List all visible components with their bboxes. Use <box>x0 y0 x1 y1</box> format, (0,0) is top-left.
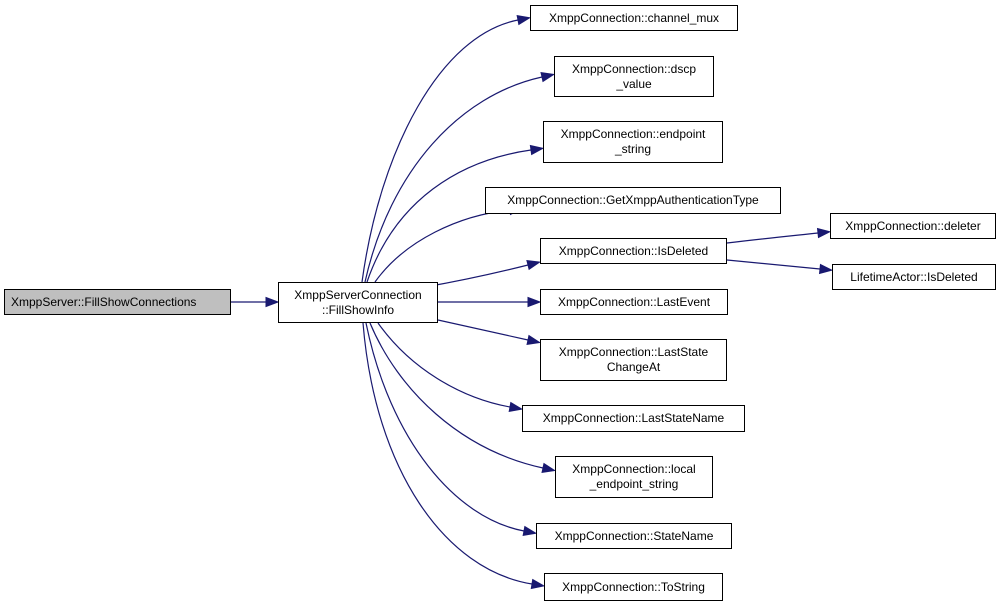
node-fill-show-info-line-1: XmppServerConnection <box>294 287 422 302</box>
node-get-auth-type-line-1: XmppConnection::GetXmppAuthenticationTyp… <box>507 193 759 207</box>
arrowhead-endpoint-string <box>529 144 545 156</box>
node-state-name-line-1: XmppConnection::StateName <box>554 528 714 543</box>
node-dscp-value-line-1: XmppConnection::dscp <box>571 61 697 76</box>
node-state-name[interactable]: XmppConnection::StateName <box>536 523 732 549</box>
arrowhead-state-name <box>522 525 538 537</box>
node-local-endpoint-string[interactable]: XmppConnection::local _endpoint_string <box>555 456 713 498</box>
edge-fill-show-info-to-is-deleted <box>424 264 529 288</box>
node-last-state-name-line-1: XmppConnection::LastStateName <box>542 411 725 425</box>
node-to-string-line-1: XmppConnection::ToString <box>562 579 705 594</box>
node-dscp-value[interactable]: XmppConnection::dscp _value <box>554 56 714 97</box>
node-last-state-change-at-line-1: XmppConnection::LastState <box>558 345 709 359</box>
node-last-event[interactable]: XmppConnection::LastEvent <box>540 289 728 315</box>
node-lifetime-is-deleted-line-1: LifetimeActor::IsDeleted <box>850 269 978 284</box>
node-last-state-change-at-line-2: ChangeAt <box>606 360 661 374</box>
arrowhead-to-string <box>530 578 546 590</box>
node-root-line-1: XmppServer::FillShowConnections <box>11 294 197 309</box>
node-fill-show-info[interactable]: XmppServerConnection ::FillShowInfo <box>278 282 438 323</box>
edge-fill-show-info-to-local-endpoint-string <box>369 322 544 469</box>
node-deleter-line-1: XmppConnection::deleter <box>845 218 981 233</box>
node-channel-mux-line-1: XmppConnection::channel_mux <box>548 10 720 25</box>
arrowhead-last-state-name <box>508 401 524 413</box>
node-last-state-change-at[interactable]: XmppConnection::LastState ChangeAt <box>540 339 727 381</box>
node-root[interactable]: XmppServer::FillShowConnections <box>4 289 231 315</box>
node-dscp-value-line-2: _value <box>616 76 652 91</box>
node-local-endpoint-string-line-1: XmppConnection::local <box>572 462 696 476</box>
node-last-state-name[interactable]: XmppConnection::LastStateName <box>522 405 745 432</box>
node-to-string[interactable]: XmppConnection::ToString <box>544 573 723 601</box>
edge-fill-show-info-to-last-state-name <box>377 322 511 408</box>
arrowhead-last-event <box>527 296 542 308</box>
edge-fill-show-info-to-endpoint-string <box>366 149 532 283</box>
arrowhead-fill-show-info <box>265 296 280 308</box>
edge-is-deleted-to-lifetime-is-deleted <box>726 259 821 270</box>
arrowhead-last-state-change-at <box>526 334 542 346</box>
arrowhead-local-endpoint-string <box>541 462 557 473</box>
arrowhead-channel-mux <box>516 14 532 26</box>
edge-fill-show-info-to-get-auth-type <box>374 209 511 283</box>
node-channel-mux[interactable]: XmppConnection::channel_mux <box>530 5 738 31</box>
node-endpoint-string-line-1: XmppConnection::endpoint <box>560 127 706 141</box>
node-get-auth-type[interactable]: XmppConnection::GetXmppAuthenticationTyp… <box>485 187 781 214</box>
arrowhead-dscp-value <box>540 72 556 83</box>
arrowhead-is-deleted <box>526 260 542 271</box>
edge-fill-show-info-to-dscp-value <box>364 76 543 283</box>
node-is-deleted-line-1: XmppConnection::IsDeleted <box>558 243 709 258</box>
node-endpoint-string[interactable]: XmppConnection::endpoint _string <box>543 121 723 163</box>
node-is-deleted[interactable]: XmppConnection::IsDeleted <box>540 238 727 264</box>
node-local-endpoint-string-line-2: _endpoint_string <box>589 477 679 491</box>
node-fill-show-info-line-2: ::FillShowInfo <box>321 302 395 317</box>
edge-is-deleted-to-deleter <box>726 232 819 244</box>
edge-fill-show-info-to-channel-mux <box>361 19 519 283</box>
node-lifetime-is-deleted[interactable]: LifetimeActor::IsDeleted <box>832 264 996 290</box>
node-last-event-line-1: XmppConnection::LastEvent <box>557 294 711 309</box>
edge-fill-show-info-to-to-string <box>362 322 533 585</box>
arrowhead-lifetime-is-deleted <box>818 263 834 275</box>
edge-fill-show-info-to-state-name <box>365 322 525 532</box>
edge-fill-show-info-to-last-state-change-at <box>437 319 529 341</box>
arrowhead-deleter <box>816 227 832 239</box>
node-endpoint-string-line-2: _string <box>614 142 652 156</box>
node-deleter[interactable]: XmppConnection::deleter <box>830 213 996 239</box>
